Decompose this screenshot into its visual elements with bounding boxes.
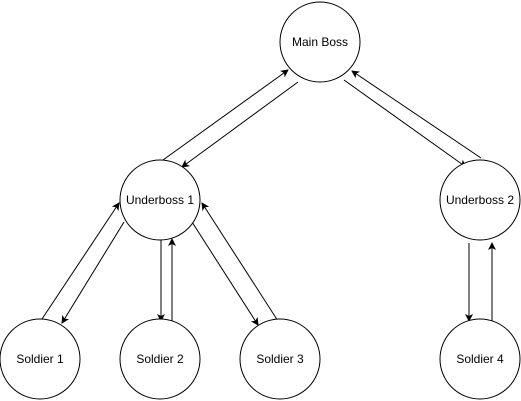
edge-mainboss-to-underboss2 [343,79,467,168]
edge-mainboss-to-underboss1 [181,81,299,168]
edge-soldier3-to-underboss1 [201,202,279,322]
edge-underboss2-to-mainboss [351,70,482,159]
edges-group [41,69,496,326]
node-soldier-4[interactable]: Soldier 4 [439,318,521,400]
node-soldier-1-circle [0,318,81,400]
node-soldier-1[interactable]: Soldier 1 [0,318,81,400]
node-underboss-2[interactable]: Underboss 2 [439,159,521,241]
node-soldier-4-label: Soldier 4 [456,352,504,366]
node-underboss-2-circle [439,159,521,241]
node-underboss-1-label: Underboss 1 [126,193,194,207]
node-soldier-4-circle [439,318,521,400]
node-underboss-1-circle [119,159,201,241]
node-soldier-2-label: Soldier 2 [136,352,184,366]
node-soldier-1-label: Soldier 1 [16,352,64,366]
node-soldier-3-label: Soldier 3 [256,352,304,366]
node-soldier-3[interactable]: Soldier 3 [239,318,321,400]
edge-soldier1-to-underboss1 [41,202,120,320]
edge-underboss1-to-mainboss [162,69,289,161]
edge-underboss1-to-soldier3 [191,221,259,326]
node-main-boss-label: Main Boss [292,35,348,49]
node-underboss-1[interactable]: Underboss 1 [119,159,201,241]
node-main-boss[interactable]: Main Boss [279,1,361,83]
edge-underboss1-to-soldier1 [61,221,125,324]
node-soldier-3-circle [239,318,321,400]
node-soldier-2[interactable]: Soldier 2 [119,318,201,400]
node-underboss-2-label: Underboss 2 [446,193,514,207]
node-soldier-2-circle [119,318,201,400]
node-main-boss-circle [279,1,361,83]
